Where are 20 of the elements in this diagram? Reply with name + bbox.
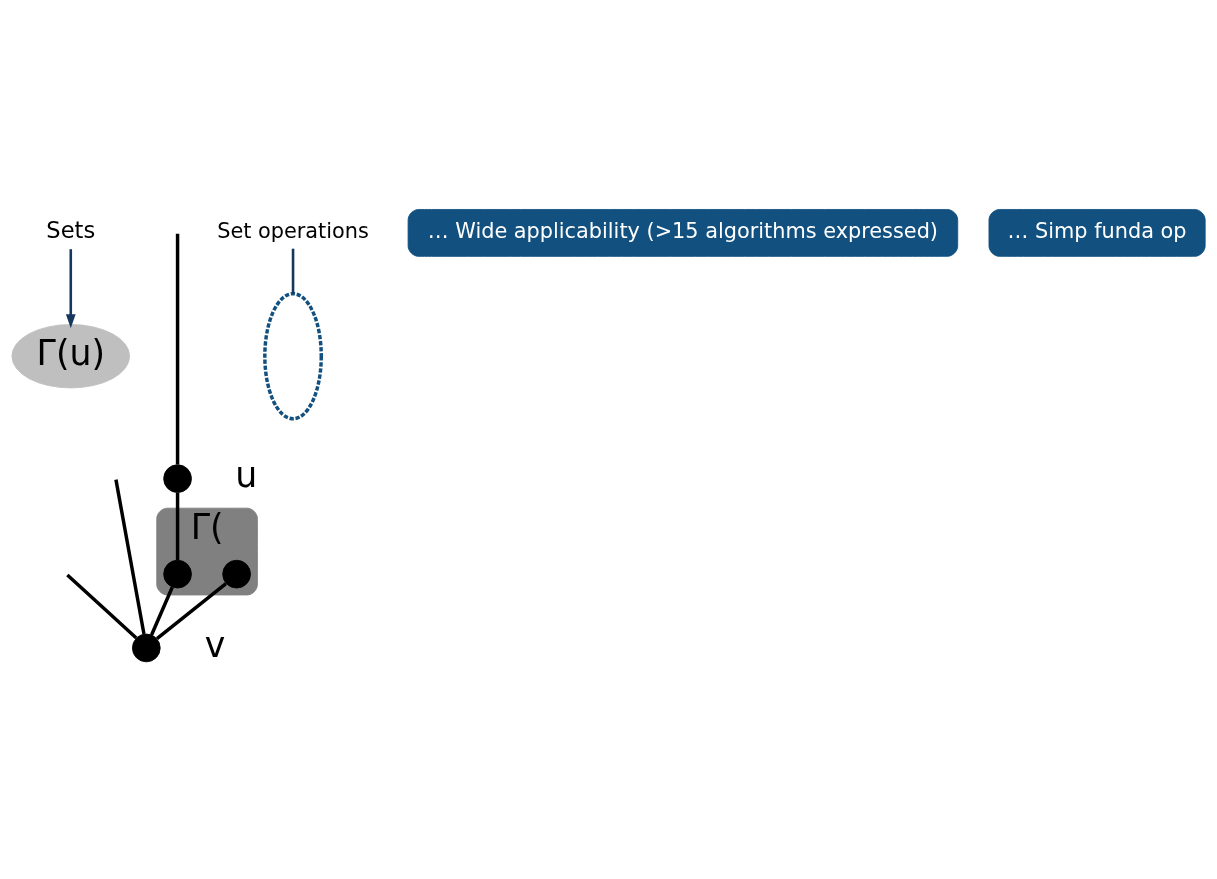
- connector: [114, 478, 146, 634]
- arrow: [65, 248, 76, 328]
- node-circle: [163, 559, 192, 588]
- node-circle: [163, 463, 192, 493]
- node-box: … Simp funda op: [988, 208, 1206, 257]
- connector: [175, 233, 180, 464]
- connector: [291, 248, 295, 294]
- node-text: Sets: [46, 216, 96, 243]
- cluster: Γ(: [156, 507, 258, 595]
- node-circle: [132, 633, 161, 662]
- node-ellipse: Γ(u): [11, 323, 131, 388]
- node-circle: [222, 559, 251, 588]
- connector: [175, 492, 180, 560]
- node-box: … Wide applicability (>15 algorithms expressed): [407, 208, 959, 257]
- node-label: u: [235, 454, 258, 495]
- connector: [66, 573, 138, 639]
- node-text: Set operations: [217, 218, 369, 243]
- node-ellipse: [263, 291, 323, 420]
- node-label: v: [204, 624, 226, 665]
- connector: [149, 586, 174, 636]
